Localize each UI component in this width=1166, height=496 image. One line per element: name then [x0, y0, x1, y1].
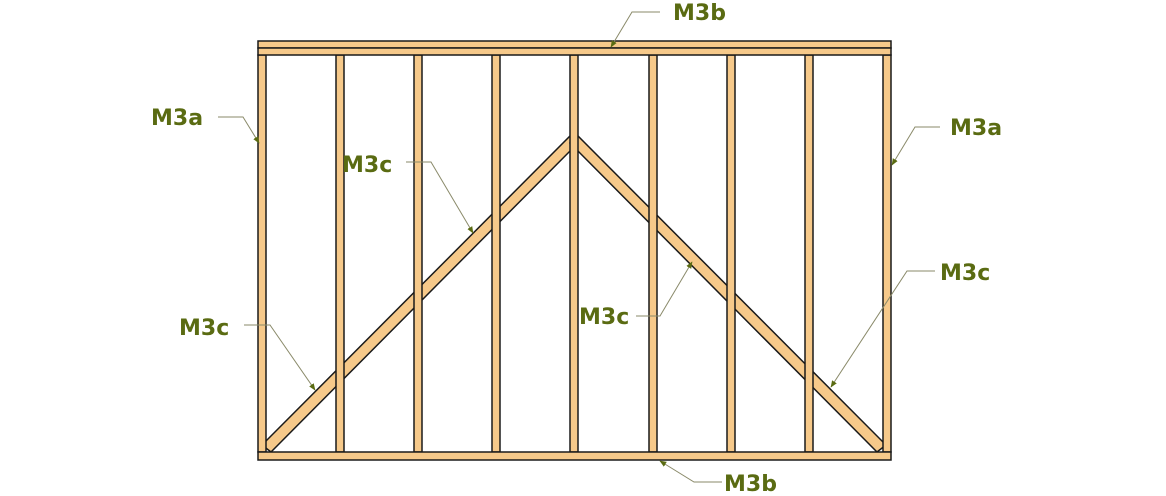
stud [491, 54, 501, 453]
leader-lines [218, 11, 940, 483]
leader-bottom-plate [659, 460, 722, 483]
callout-labels: M3b M3a M3a M3c M3c M3c M3c M3b [151, 1, 1002, 496]
stud [413, 54, 423, 453]
leader-brace-left-upper [406, 161, 474, 234]
studs [257, 54, 892, 453]
leader-brace-left-lower [244, 324, 316, 391]
stud [648, 54, 658, 453]
label-brace-right-upper: M3c [579, 305, 629, 330]
stud [335, 54, 345, 453]
stud [569, 54, 579, 453]
right-end-stud [882, 54, 892, 453]
label-brace-left-lower: M3c [179, 316, 229, 341]
leader-brace-right-lower [830, 270, 935, 388]
label-brace-left-upper: M3c [342, 153, 392, 178]
stud [726, 54, 736, 453]
leader-top-plate [610, 11, 660, 48]
left-end-stud [257, 54, 267, 453]
leader-left-end-stud [218, 116, 260, 144]
stud [804, 54, 814, 453]
top-plate [257, 40, 892, 56]
label-top-plate: M3b [673, 1, 726, 26]
label-left-end-stud: M3a [151, 106, 203, 131]
label-bottom-plate: M3b [724, 472, 777, 496]
bottom-plate [257, 451, 892, 461]
leader-brace-right-upper [636, 261, 693, 317]
label-right-end-stud: M3a [950, 116, 1002, 141]
leader-right-end-stud [891, 126, 940, 166]
label-brace-right-lower: M3c [940, 261, 990, 286]
